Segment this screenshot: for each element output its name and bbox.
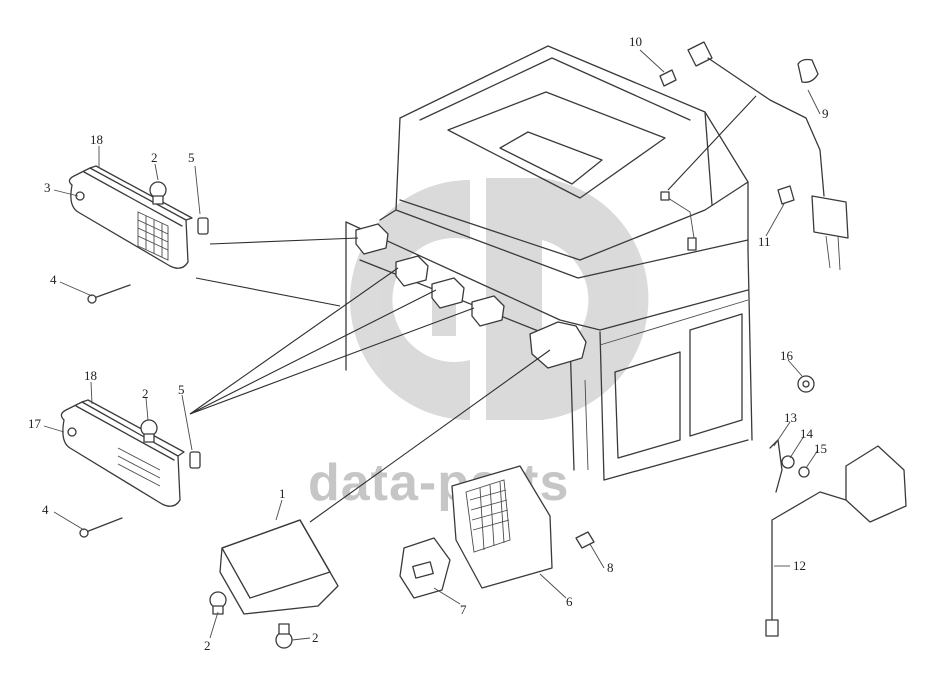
callout-10: 10 bbox=[629, 34, 642, 49]
lamp-lens-grid bbox=[137, 211, 169, 261]
callout-1: 1 bbox=[279, 486, 286, 501]
leader-lines bbox=[189, 95, 757, 523]
callout-7: 7 bbox=[460, 602, 467, 617]
side-lamp-upper bbox=[68, 165, 193, 269]
callout-16: 16 bbox=[780, 348, 794, 363]
callout-5: 5 bbox=[178, 382, 185, 397]
cab-body bbox=[345, 45, 753, 481]
side-lamp-lower bbox=[60, 399, 185, 507]
callout-15: 15 bbox=[814, 441, 827, 456]
callout-4: 4 bbox=[50, 272, 57, 287]
callout-11: 11 bbox=[758, 234, 771, 249]
callout-14: 14 bbox=[800, 426, 814, 441]
work-lamp-with-arm bbox=[765, 439, 907, 637]
callout-9: 9 bbox=[822, 106, 829, 121]
cab-marker-lamps bbox=[355, 223, 587, 369]
callout-2: 2 bbox=[204, 638, 211, 653]
lamp-lens-slots bbox=[117, 447, 161, 487]
callout-18: 18 bbox=[90, 132, 103, 147]
wiring-harness bbox=[687, 41, 849, 271]
rocker-switch bbox=[399, 537, 451, 599]
interior-lamp bbox=[219, 519, 339, 615]
callout-8: 8 bbox=[607, 560, 614, 575]
callout-6: 6 bbox=[566, 594, 573, 609]
rear-lamp bbox=[451, 465, 553, 589]
callout-5: 5 bbox=[188, 150, 195, 165]
callout-2: 2 bbox=[142, 386, 149, 401]
callout-labels: 18 2 5 3 4 18 2 5 17 4 1 2 2 7 6 8 10 9 … bbox=[28, 34, 829, 653]
callout-3: 3 bbox=[44, 180, 51, 195]
callout-2: 2 bbox=[151, 150, 158, 165]
callout-17: 17 bbox=[28, 416, 42, 431]
bulbs-and-fasteners bbox=[79, 69, 815, 649]
callout-4: 4 bbox=[42, 502, 49, 517]
callout-12: 12 bbox=[793, 558, 806, 573]
callout-2: 2 bbox=[312, 630, 319, 645]
watermark-logo bbox=[350, 178, 649, 420]
callout-18: 18 bbox=[84, 368, 97, 383]
callout-13: 13 bbox=[784, 410, 797, 425]
